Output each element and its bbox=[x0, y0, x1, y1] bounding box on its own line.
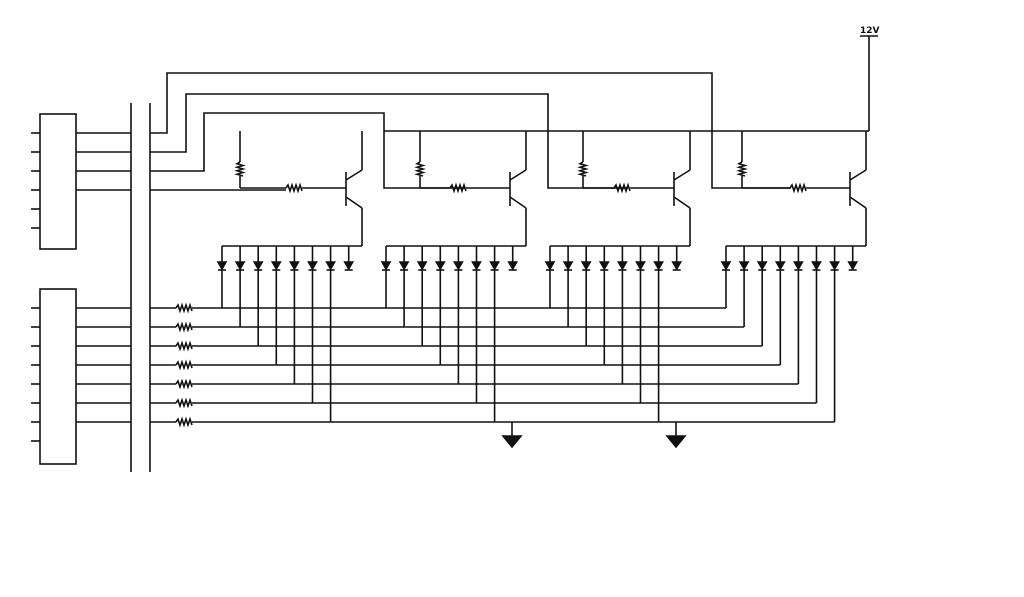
led bbox=[811, 261, 822, 271]
ground-symbol bbox=[665, 422, 687, 449]
stage-control-lines bbox=[150, 72, 791, 191]
pullup-resistor bbox=[577, 161, 589, 177]
led bbox=[453, 261, 464, 271]
row-resistor bbox=[175, 321, 193, 333]
row-line bbox=[150, 359, 781, 371]
led bbox=[507, 261, 519, 271]
bus-bars bbox=[130, 103, 151, 472]
pullup-resistor bbox=[234, 161, 246, 177]
led bbox=[720, 261, 732, 271]
base-resistor bbox=[285, 182, 303, 194]
led bbox=[289, 261, 300, 271]
led-group bbox=[544, 246, 683, 422]
row-resistor bbox=[175, 397, 193, 409]
led-groups bbox=[216, 246, 859, 422]
led bbox=[562, 261, 574, 271]
transistor-stage bbox=[386, 131, 527, 247]
led bbox=[252, 261, 264, 271]
led bbox=[270, 261, 282, 271]
row-resistor bbox=[175, 378, 193, 390]
transistor-stages bbox=[222, 131, 867, 247]
row-line bbox=[150, 302, 726, 314]
led bbox=[580, 261, 592, 271]
led bbox=[635, 261, 646, 271]
led bbox=[307, 261, 318, 271]
led bbox=[829, 261, 840, 271]
row-resistor bbox=[175, 302, 193, 314]
led bbox=[471, 261, 482, 271]
led bbox=[343, 261, 355, 271]
led-group bbox=[216, 246, 355, 422]
row-line bbox=[150, 416, 835, 428]
led bbox=[774, 261, 786, 271]
ground-symbol bbox=[501, 422, 523, 449]
base-resistor bbox=[613, 182, 631, 194]
row-line bbox=[150, 321, 745, 333]
led bbox=[847, 261, 859, 271]
led bbox=[598, 261, 610, 271]
led bbox=[216, 261, 228, 271]
transistor-stage bbox=[550, 131, 691, 247]
row-resistor bbox=[175, 359, 193, 371]
base-resistor bbox=[789, 182, 807, 194]
supply-rail: 12V bbox=[384, 26, 880, 132]
led bbox=[398, 261, 410, 271]
led bbox=[489, 261, 500, 271]
led bbox=[434, 261, 446, 271]
row-driver-ic bbox=[31, 288, 131, 465]
led bbox=[544, 261, 556, 271]
base-resistor bbox=[449, 182, 467, 194]
row-lines bbox=[150, 302, 835, 428]
led bbox=[738, 261, 750, 271]
led bbox=[793, 261, 804, 271]
led-group bbox=[380, 246, 519, 422]
supply-label: 12V bbox=[860, 26, 880, 36]
transistor-stage bbox=[222, 131, 363, 247]
pullup-resistor bbox=[736, 161, 748, 177]
column-driver-ic bbox=[31, 113, 131, 250]
row-resistor bbox=[175, 416, 193, 428]
led bbox=[380, 261, 392, 271]
led bbox=[756, 261, 768, 271]
led-group bbox=[720, 246, 859, 422]
led bbox=[325, 261, 336, 271]
led bbox=[234, 261, 246, 271]
led bbox=[416, 261, 428, 271]
transistor-stage bbox=[726, 131, 867, 247]
led bbox=[671, 261, 683, 271]
row-line bbox=[150, 378, 799, 390]
row-line bbox=[150, 397, 817, 409]
led bbox=[617, 261, 628, 271]
pullup-resistor bbox=[414, 161, 426, 177]
row-line bbox=[150, 340, 763, 352]
led bbox=[653, 261, 664, 271]
row-resistor bbox=[175, 340, 193, 352]
